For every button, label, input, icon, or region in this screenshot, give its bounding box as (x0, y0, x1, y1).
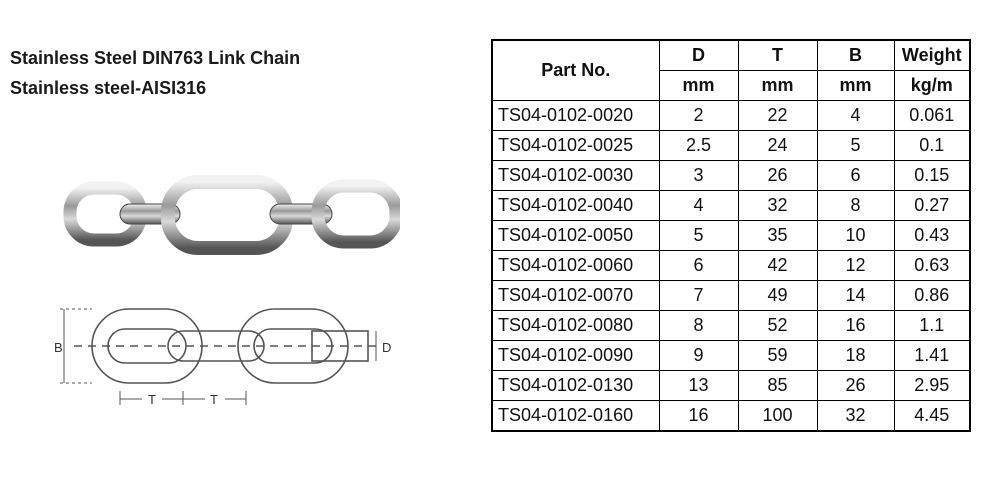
t-cell: 85 (737, 370, 818, 401)
weight-cell: 0.86 (893, 280, 971, 311)
part-number-cell: TS04-0102-0040 (491, 190, 660, 221)
d-cell: 8 (658, 310, 739, 341)
t-cell: 100 (737, 400, 818, 432)
weight-cell: 0.27 (893, 190, 971, 221)
part-number-cell: TS04-0102-0080 (491, 310, 660, 341)
d-cell: 3 (658, 160, 739, 191)
chain-photo-image (63, 175, 400, 255)
t-cell: 24 (737, 130, 818, 161)
t-cell: 32 (737, 190, 818, 221)
chain-drawing: B D T T (54, 308, 391, 407)
part-number-cell: TS04-0102-0025 (491, 130, 660, 161)
title-block: Stainless Steel DIN763 Link Chain Stainl… (10, 43, 300, 103)
weight-cell: 0.15 (893, 160, 971, 191)
material-subtitle: Stainless steel-AISI316 (10, 78, 207, 98)
b-cell: 12 (816, 250, 895, 281)
header-weight: Weight (893, 39, 971, 71)
t-cell: 22 (737, 100, 818, 131)
weight-cell: 0.63 (893, 250, 971, 281)
part-number-cell: TS04-0102-0030 (491, 160, 660, 191)
label-t-2: T (210, 392, 218, 407)
weight-cell: 1.41 (893, 340, 971, 371)
b-cell: 5 (816, 130, 895, 161)
weight-cell: 2.95 (893, 370, 971, 401)
d-cell: 5 (658, 220, 739, 251)
unit-d: mm (658, 70, 739, 101)
d-cell: 6 (658, 250, 739, 281)
weight-cell: 0.1 (893, 130, 971, 161)
part-number-cell: TS04-0102-0060 (491, 250, 660, 281)
part-number-cell: TS04-0102-0160 (491, 400, 660, 432)
d-cell: 2 (658, 100, 739, 131)
b-cell: 10 (816, 220, 895, 251)
spec-table: Part No. D T B Weight mm mm mm kg/m TS04… (491, 39, 971, 432)
part-number-cell: TS04-0102-0020 (491, 100, 660, 131)
t-cell: 49 (737, 280, 818, 311)
weight-cell: 4.45 (893, 400, 971, 432)
t-cell: 59 (737, 340, 818, 371)
b-cell: 4 (816, 100, 895, 131)
d-cell: 4 (658, 190, 739, 221)
unit-b: mm (816, 70, 895, 101)
d-cell: 7 (658, 280, 739, 311)
label-t-1: T (148, 392, 156, 407)
t-cell: 26 (737, 160, 818, 191)
unit-t: mm (737, 70, 818, 101)
header-t: T (737, 39, 818, 71)
part-number-cell: TS04-0102-0090 (491, 340, 660, 371)
part-number-cell: TS04-0102-0130 (491, 370, 660, 401)
label-b: B (54, 340, 63, 355)
header-part-no: Part No. (491, 39, 660, 101)
b-cell: 32 (816, 400, 895, 432)
unit-weight: kg/m (893, 70, 971, 101)
part-number-cell: TS04-0102-0050 (491, 220, 660, 251)
b-cell: 8 (816, 190, 895, 221)
product-title: Stainless Steel DIN763 Link Chain (10, 48, 301, 68)
d-cell: 2.5 (658, 130, 739, 161)
b-cell: 26 (816, 370, 895, 401)
weight-cell: 0.061 (893, 100, 971, 131)
header-d: D (658, 39, 739, 71)
table-unit-row: mm mm mm kg/m (492, 70, 971, 101)
d-cell: 13 (658, 370, 739, 401)
t-cell: 52 (737, 310, 818, 341)
table-header-row: Part No. D T B Weight (491, 39, 971, 101)
d-cell: 16 (658, 400, 739, 432)
d-cell: 9 (658, 340, 739, 371)
chain-dimension-diagram: B D T T (50, 295, 410, 415)
b-cell: 16 (816, 310, 895, 341)
header-b: B (816, 39, 895, 71)
b-cell: 14 (816, 280, 895, 311)
weight-cell: 0.43 (893, 220, 971, 251)
b-cell: 6 (816, 160, 895, 191)
t-cell: 35 (737, 220, 818, 251)
t-cell: 42 (737, 250, 818, 281)
weight-cell: 1.1 (893, 310, 971, 341)
label-d: D (382, 340, 391, 355)
b-cell: 18 (816, 340, 895, 371)
part-number-cell: TS04-0102-0070 (491, 280, 660, 311)
